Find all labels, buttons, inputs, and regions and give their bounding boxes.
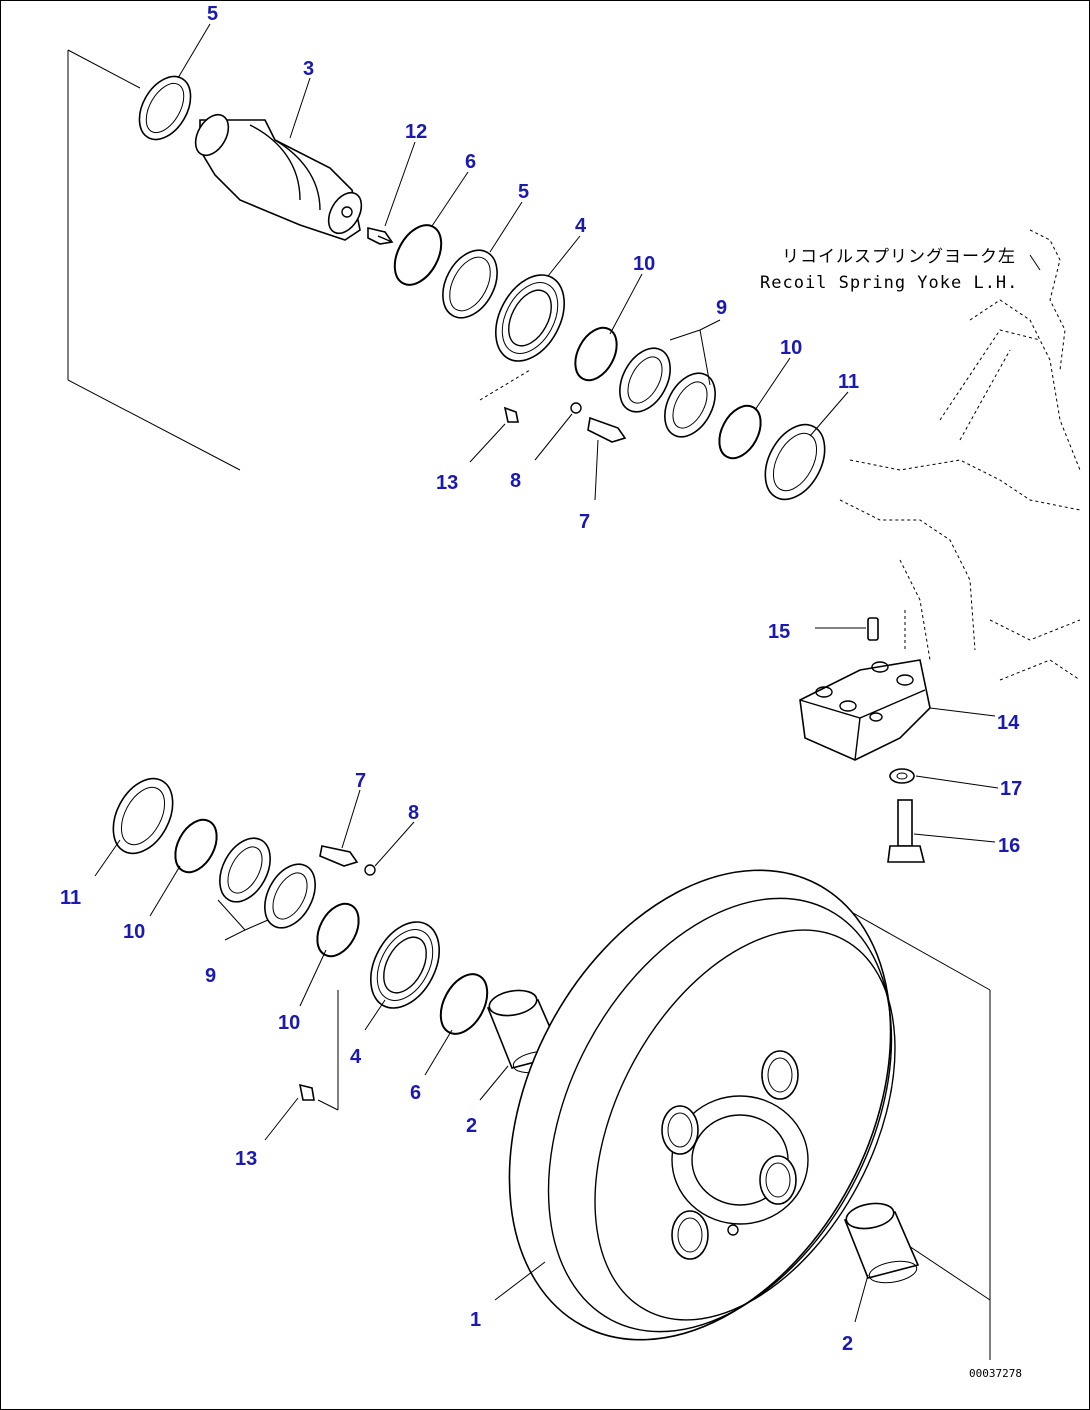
callout-10: 10: [633, 253, 655, 275]
yoke-caption: リコイルスプリングヨーク左 Recoil Spring Yoke L.H.: [760, 247, 1018, 293]
caption-english: Recoil Spring Yoke L.H.: [760, 273, 1018, 293]
callout-17: 17: [1000, 778, 1022, 800]
callout-14: 14: [997, 712, 1020, 734]
callout-4: 4: [575, 215, 587, 237]
callout-2: 2: [466, 1115, 477, 1137]
part-9-floating-seal-lower: [219, 837, 316, 929]
part-8-washer-upper: [570, 402, 582, 414]
part-14-support-block: [799, 659, 931, 761]
callout-11: 11: [838, 371, 859, 393]
callout-labels: 5 3 12 6 5 4 10 9 10 11 13 8 7 15 14 17 …: [60, 3, 1022, 1355]
part-11-dust-seal-lower: [112, 777, 174, 855]
callout-5: 5: [207, 3, 218, 25]
recoil-spring-yoke-outline: [839, 229, 1081, 681]
callout-6: 6: [465, 151, 476, 173]
part-10-o-ring-upper-b: [718, 404, 762, 460]
callout-13: 13: [436, 472, 458, 494]
part-10-o-ring-lower-a: [174, 818, 218, 874]
part-17-washer: [889, 768, 915, 784]
callout-13: 13: [235, 1148, 257, 1170]
part-4-bracket-upper: [495, 274, 565, 362]
callout-10: 10: [278, 1012, 300, 1034]
leader-13b-tick: [317, 1099, 339, 1111]
leader-lines: [94, 23, 1041, 1323]
callout-15: 15: [768, 621, 790, 643]
callout-1: 1: [470, 1309, 481, 1331]
callout-10: 10: [780, 337, 802, 359]
callout-2: 2: [842, 1333, 853, 1355]
part-5-thrust-washer-middle: [442, 249, 498, 319]
leader-13a-dash: [479, 369, 531, 401]
callout-9: 9: [716, 297, 727, 319]
part-13-plug-upper: [503, 406, 519, 423]
part-1-idler-wheel: [508, 869, 896, 1341]
drawing-code: 00037278: [969, 1367, 1022, 1380]
part-7-bolt-lower: [319, 845, 359, 867]
callout-7: 7: [355, 770, 366, 792]
part-6-o-ring-upper: [393, 224, 443, 286]
part-7-bolt-upper: [587, 416, 627, 443]
part-3-idler-shaft: [194, 113, 363, 241]
callout-5: 5: [518, 181, 529, 203]
callout-4: 4: [350, 1046, 362, 1068]
part-10-o-ring-upper-a: [574, 326, 618, 382]
callout-8: 8: [408, 802, 419, 824]
part-16-bolt: [887, 799, 926, 863]
callout-6: 6: [410, 1082, 421, 1104]
part-15-pin: [867, 617, 879, 641]
part-9-floating-seal-upper: [619, 347, 716, 438]
part-2-bushing-lower-right: [843, 1202, 920, 1284]
callout-8: 8: [510, 470, 521, 492]
callout-12: 12: [405, 121, 427, 143]
callout-9: 9: [205, 965, 216, 987]
part-6-o-ring-lower: [439, 973, 489, 1035]
caption-japanese: リコイルスプリングヨーク左: [782, 247, 1016, 267]
part-4-bracket-lower: [370, 921, 440, 1009]
part-11-dust-seal-upper: [764, 423, 826, 501]
callout-3: 3: [303, 58, 314, 80]
callout-11: 11: [60, 887, 81, 909]
callout-10: 10: [123, 921, 145, 943]
callout-7: 7: [579, 511, 590, 533]
callout-16: 16: [998, 835, 1020, 857]
assembly-guide-lines: [67, 49, 991, 1360]
part-8-washer-lower: [364, 864, 376, 876]
part-13-plug-lower: [298, 1083, 315, 1101]
part-10-o-ring-lower-b: [316, 902, 360, 958]
part-5-thrust-washer-upper-left: [138, 75, 192, 141]
part-12-plug: [367, 226, 394, 245]
